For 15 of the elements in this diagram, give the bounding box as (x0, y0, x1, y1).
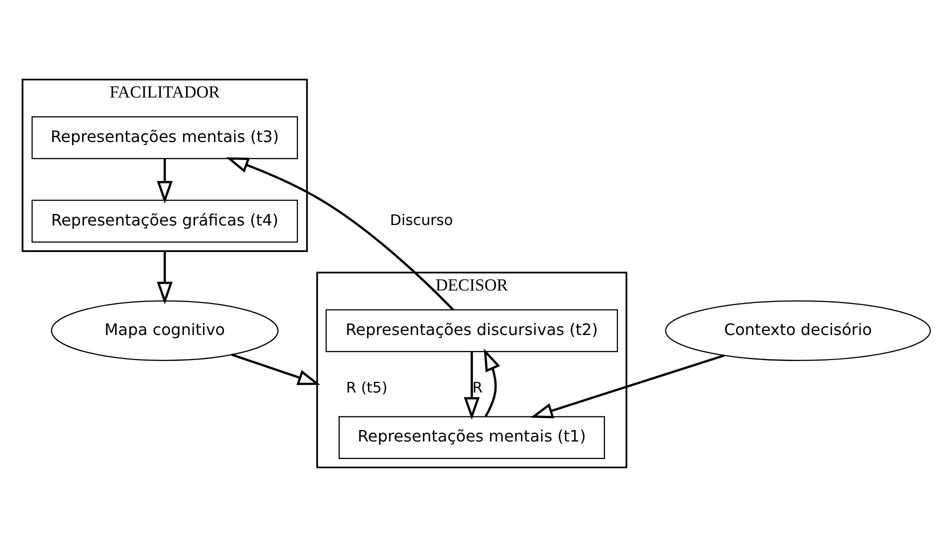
arrow (530, 354, 725, 418)
edge-label: R (472, 378, 483, 396)
node-box: Representações discursivas (t2) (326, 308, 618, 352)
arrow (156, 250, 173, 304)
node-box: Representações mentais (t1) (338, 416, 605, 458)
edge-label: R (t5) (346, 378, 388, 396)
node-ellipse: Mapa cognitivo (50, 300, 279, 360)
edge-label: Discurso (390, 212, 454, 229)
arrow (464, 351, 480, 420)
arrow (226, 156, 454, 310)
arrow (231, 353, 320, 385)
node-ellipse: Contexto decisório (665, 300, 931, 360)
node-box: Representações mentais (t3) (32, 116, 298, 159)
node-box: Representações gráficas (t4) (32, 199, 298, 242)
arrow (156, 158, 173, 204)
